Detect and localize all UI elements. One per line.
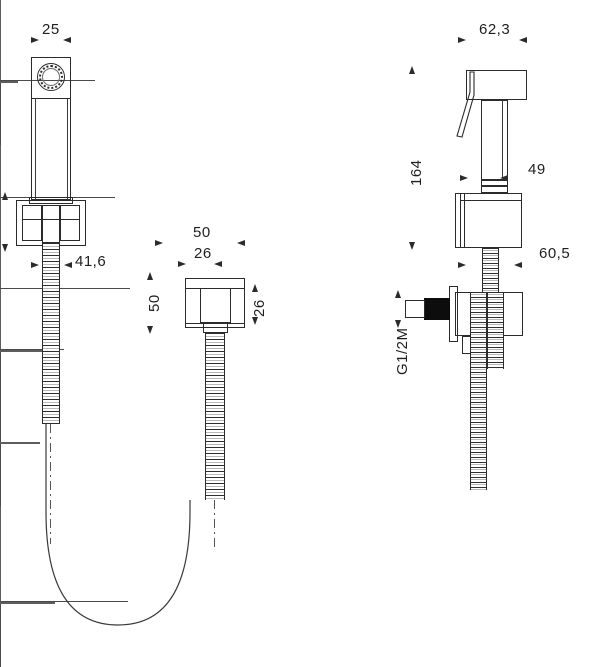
arrow-26h-top xyxy=(252,284,258,292)
arrow-g12m-top xyxy=(395,290,401,298)
arrow-50h-top xyxy=(147,272,153,280)
extension-line-50h-top xyxy=(0,350,45,351)
dimension-label-50-width: 50 xyxy=(193,224,211,241)
wall-bracket-inner-left xyxy=(22,205,42,241)
wall-outlet-flange xyxy=(449,286,458,342)
dimension-line-cropped xyxy=(0,83,1,145)
dimension-label-25: 25 xyxy=(42,21,60,38)
dimension-label-60-5: 60,5 xyxy=(539,245,571,262)
hose-centreline-left xyxy=(50,424,51,544)
wall-bracket-collar-top xyxy=(29,197,73,204)
extension-line-cropped-top xyxy=(0,81,18,82)
dimension-label-50-height: 50 xyxy=(146,294,163,312)
spray-head-edge-right xyxy=(67,99,68,200)
dimension-label-26-width: 26 xyxy=(194,245,212,262)
hose-centreline-center xyxy=(214,500,215,548)
dimension-line-26h xyxy=(0,444,1,506)
dimension-label-49: 49 xyxy=(528,161,546,178)
wall-bracket-side xyxy=(460,193,522,248)
extension-line-26h-top xyxy=(0,442,40,443)
wall-bracket-neck xyxy=(42,205,60,243)
extension-line-26w-left xyxy=(0,289,1,319)
extension-line-50w-right xyxy=(0,243,1,288)
arrow-60-5-right xyxy=(514,262,522,268)
arrow-25-left xyxy=(31,37,39,43)
arrow-49-left xyxy=(460,175,468,181)
dimension-label-41-6: 41,6 xyxy=(75,253,107,270)
dimension-line-26w xyxy=(0,349,64,350)
arrow-50w-left xyxy=(155,240,163,246)
arrow-26h-bottom xyxy=(252,317,258,325)
extension-line-25-left xyxy=(0,0,1,40)
extension-line-50w-left xyxy=(0,198,1,243)
bracket-boss-collar xyxy=(203,323,228,333)
nozzle-face-perforations xyxy=(39,65,63,89)
extension-line-cropped-bottom xyxy=(0,82,18,83)
arrow-62-3-right xyxy=(519,37,527,43)
dimension-label-26-height: 26 xyxy=(251,299,268,317)
extension-line-164-bottom xyxy=(0,603,55,604)
extension-line-164-top xyxy=(0,602,55,603)
dimension-line-164 xyxy=(0,604,1,667)
arrow-50w-right xyxy=(237,240,245,246)
wall-outlet-nipple xyxy=(405,300,425,318)
extension-line-41-6-left xyxy=(0,145,1,171)
arrow-cropped-top xyxy=(2,192,8,200)
extension-line-41-6-right xyxy=(0,171,1,197)
handle-body xyxy=(481,100,508,180)
arrow-g12m-bottom xyxy=(395,320,401,328)
flexible-hose-left xyxy=(42,243,60,424)
bracket-plate-edge-top xyxy=(185,288,245,289)
extension-line-62-3-right xyxy=(0,546,1,601)
thread-connector xyxy=(424,298,450,320)
arrow-25-right xyxy=(63,37,71,43)
flexible-hose-right-upper xyxy=(482,248,499,292)
spray-head-edge-left xyxy=(35,99,36,200)
arrow-26w-left xyxy=(178,261,186,267)
arrow-50h-bottom xyxy=(147,326,153,334)
wall-bracket-crossbar xyxy=(22,219,80,220)
bracket-boss xyxy=(200,288,231,323)
wall-bracket-side-flange xyxy=(455,193,465,248)
dimension-label-164: 164 xyxy=(408,159,425,186)
dimension-line-50w xyxy=(0,288,130,289)
flexible-hose-right-lower xyxy=(470,292,487,490)
extension-line-25-right xyxy=(0,40,1,80)
flexible-hose-center xyxy=(205,333,225,500)
handle-collar-upper xyxy=(481,180,508,186)
handle-body-edge-right xyxy=(502,100,503,180)
arrow-62-3-left xyxy=(458,37,466,43)
flexible-hose-right-mid xyxy=(487,292,504,369)
arrow-49-right xyxy=(500,175,508,181)
extension-line-26h-bottom xyxy=(0,443,40,444)
bracket-plate-outline xyxy=(185,278,245,328)
wall-bracket-inner-right xyxy=(60,205,80,241)
arrow-41-6-right xyxy=(64,262,72,268)
handle-top-block xyxy=(466,70,527,100)
wall-bracket-side-edge xyxy=(460,200,522,201)
dimension-label-62-3: 62,3 xyxy=(479,21,511,38)
extension-line-50h-bottom xyxy=(0,351,45,352)
nozzle-face-outer-ring xyxy=(37,63,65,91)
bracket-plate-edge-bottom xyxy=(185,323,245,324)
arrow-cropped-bottom xyxy=(2,244,8,252)
extension-line-62-3-left xyxy=(0,506,1,546)
extension-line-26w-right xyxy=(0,319,1,349)
nozzle-face-inner xyxy=(42,68,60,86)
arrow-41-6-left xyxy=(31,262,39,268)
handle-collar-lower xyxy=(481,186,508,193)
nozzle-housing xyxy=(31,57,71,99)
arrow-60-5-left xyxy=(458,262,466,268)
arrow-26w-right xyxy=(214,261,222,267)
arrow-164-top xyxy=(409,66,415,74)
arrow-164-bottom xyxy=(409,242,415,250)
thread-spec-label: G1/2M xyxy=(394,327,411,375)
dimension-line-50h xyxy=(0,352,1,442)
